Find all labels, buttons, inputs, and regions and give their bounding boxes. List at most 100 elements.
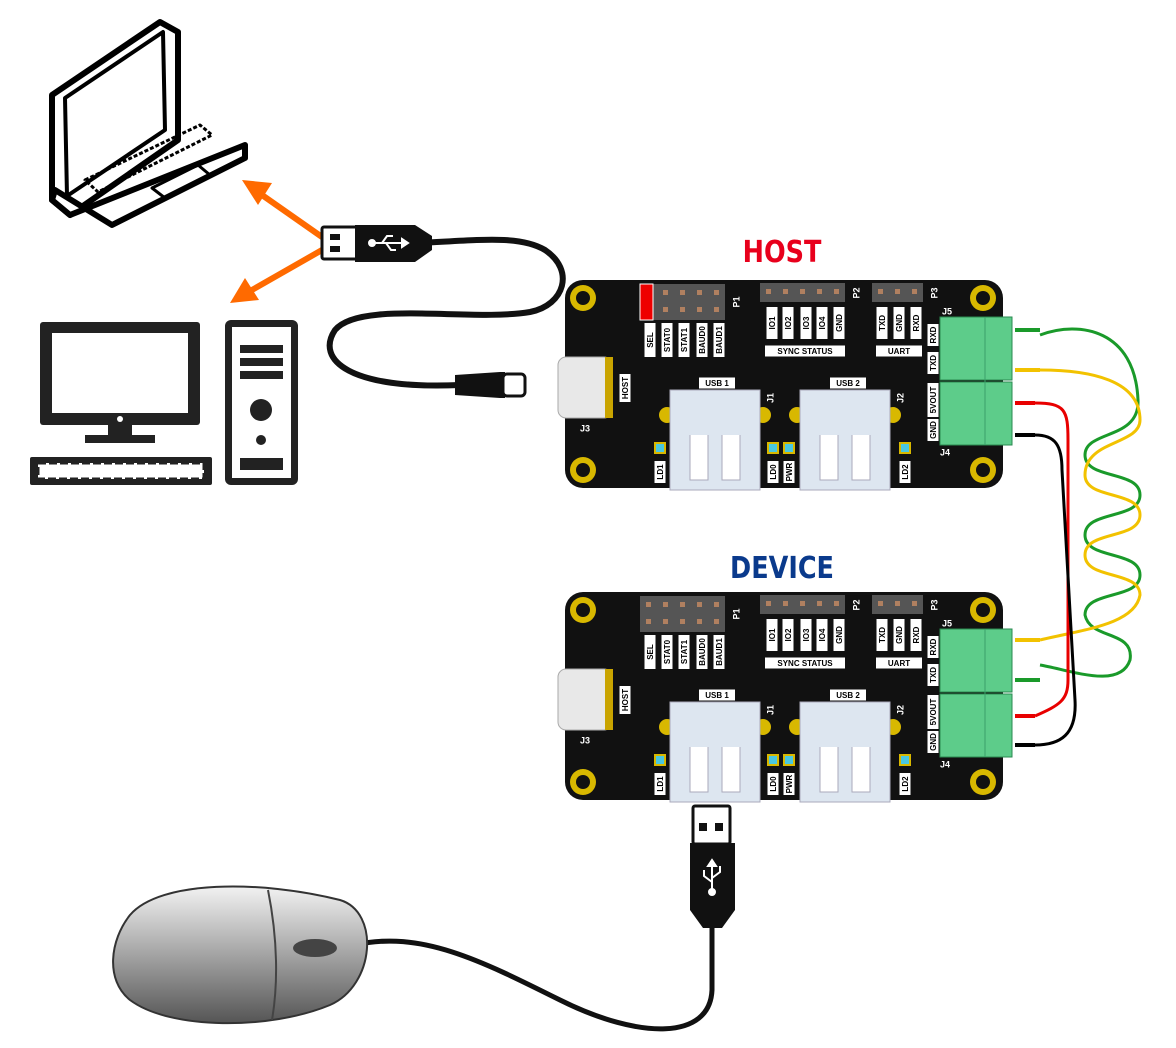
p2-label-text: P2 <box>851 287 861 298</box>
uart-label: UART <box>876 657 922 669</box>
p2-pin-label: GND <box>833 619 845 651</box>
header-pin <box>766 289 771 294</box>
p2-pin-label: IO1 <box>766 619 778 651</box>
mounting-hole-center <box>576 603 590 617</box>
header-pin <box>783 601 788 606</box>
p3-pin-label-text: TXD <box>878 627 887 643</box>
p2-pin-label-text: IO3 <box>802 316 811 329</box>
terminal-pin-label: TXD <box>927 352 939 374</box>
header-pin <box>714 290 719 295</box>
header-pin <box>646 602 651 607</box>
p3-label: P3 <box>929 287 939 298</box>
usb-c-pads <box>605 357 613 418</box>
usb-c-port <box>557 668 613 731</box>
led-label-box <box>783 773 795 795</box>
terminal-pin-label-text: 5VOUT <box>929 387 938 414</box>
terminal-pin-label-text: TXD <box>929 355 938 371</box>
p1-pin-label: STAT0 <box>661 635 673 669</box>
j1-label: J1 <box>765 393 775 403</box>
terminal-pin-label-box <box>927 419 939 441</box>
j4-terminal <box>939 381 1013 446</box>
terminal-pin-label: GND <box>927 731 939 753</box>
p1-pin-label-box <box>713 635 725 669</box>
p1-pin-label-box <box>696 323 708 357</box>
sync-status-label-text: SYNC STATUS <box>777 659 833 668</box>
usb-port-contacts <box>819 747 871 793</box>
usbc-host-label-box <box>619 686 631 714</box>
led-label: PWR <box>783 461 795 483</box>
uart-label-box <box>876 345 922 357</box>
led-label-box <box>654 773 666 795</box>
terminal-pin-label-text: TXD <box>929 667 938 683</box>
led-label: PWR <box>783 773 795 795</box>
host-usb-cable <box>326 236 566 389</box>
sync-status-label-box <box>765 345 845 357</box>
p3-pin-label-box <box>876 619 888 651</box>
p2-pin-label-box <box>766 619 778 651</box>
led-label-box <box>654 461 666 483</box>
usbc-host-label: HOST <box>619 374 631 402</box>
p3-pin-label-text: RXD <box>912 626 921 643</box>
mouse-cable <box>354 925 715 1032</box>
j4-label-text: J4 <box>940 447 950 457</box>
p1-label-text: P1 <box>731 296 741 307</box>
header-pin <box>697 619 702 624</box>
j3-label: J3 <box>580 735 590 745</box>
p2-pin-label-box <box>782 307 794 339</box>
p2-pin-label-text: GND <box>835 314 844 332</box>
usb1-label-box <box>699 689 735 701</box>
desktop-computer-icon <box>30 320 298 485</box>
p3-pin-label-box <box>893 307 905 339</box>
wire-green <box>1039 327 1142 678</box>
led-label: LD2 <box>899 773 911 795</box>
p2-pin-label: IO3 <box>800 307 812 339</box>
usbc-host-label-box <box>619 374 631 402</box>
j2-label: J2 <box>895 393 905 403</box>
usb1-label: USB 1 <box>699 689 735 701</box>
usbc-host-label: HOST <box>619 686 631 714</box>
led-label: LD1 <box>654 461 666 483</box>
terminal-pin-label-text: GND <box>929 421 938 439</box>
p2-pin-label-box <box>816 619 828 651</box>
j1-label: J1 <box>765 705 775 715</box>
uart-label-text: UART <box>888 347 910 356</box>
header-pin <box>817 289 822 294</box>
j4-label-text: J4 <box>940 759 950 769</box>
p1-pin-label-text: SEL <box>646 332 655 348</box>
usb-port-contacts <box>689 747 741 793</box>
header-pin <box>878 289 883 294</box>
terminal-pin-label: RXD <box>927 324 939 346</box>
mounting-hole-center <box>976 463 990 477</box>
led-label-text: LD0 <box>769 464 778 480</box>
p2-pin-label-text: GND <box>835 626 844 644</box>
mounting-hole-center <box>576 463 590 477</box>
p1-pin-label-box <box>644 635 656 669</box>
header-pin <box>714 602 719 607</box>
usb-c-port <box>557 356 613 419</box>
header-pin <box>663 619 668 624</box>
p3-label-text: P3 <box>929 599 939 610</box>
j5-label-text: J5 <box>942 618 952 628</box>
led-label-text: LD2 <box>901 464 910 480</box>
p1-pin-label-text: STAT0 <box>663 327 672 352</box>
led-ld0 <box>767 442 779 454</box>
j1-label-text: J1 <box>765 393 775 403</box>
p1-pin-label: SEL <box>644 635 656 669</box>
terminal-pin-label-box <box>927 636 939 658</box>
usb-c-pads <box>605 669 613 730</box>
p2-pin-label: IO2 <box>782 307 794 339</box>
led-label-text: PWR <box>785 462 794 481</box>
terminal-pin-label: 5VOUT <box>927 383 939 417</box>
wire-red <box>1034 401 1070 718</box>
p2-label: P2 <box>851 599 861 610</box>
terminal-pin-label-box <box>927 383 939 417</box>
j4-label: J4 <box>940 759 950 769</box>
p2-pin-label-text: IO4 <box>818 628 827 641</box>
header-pin <box>834 289 839 294</box>
usb2-label-box <box>830 377 866 389</box>
p2-pin-label: GND <box>833 307 845 339</box>
j5-label-text: J5 <box>942 306 952 316</box>
header-pin <box>817 601 822 606</box>
